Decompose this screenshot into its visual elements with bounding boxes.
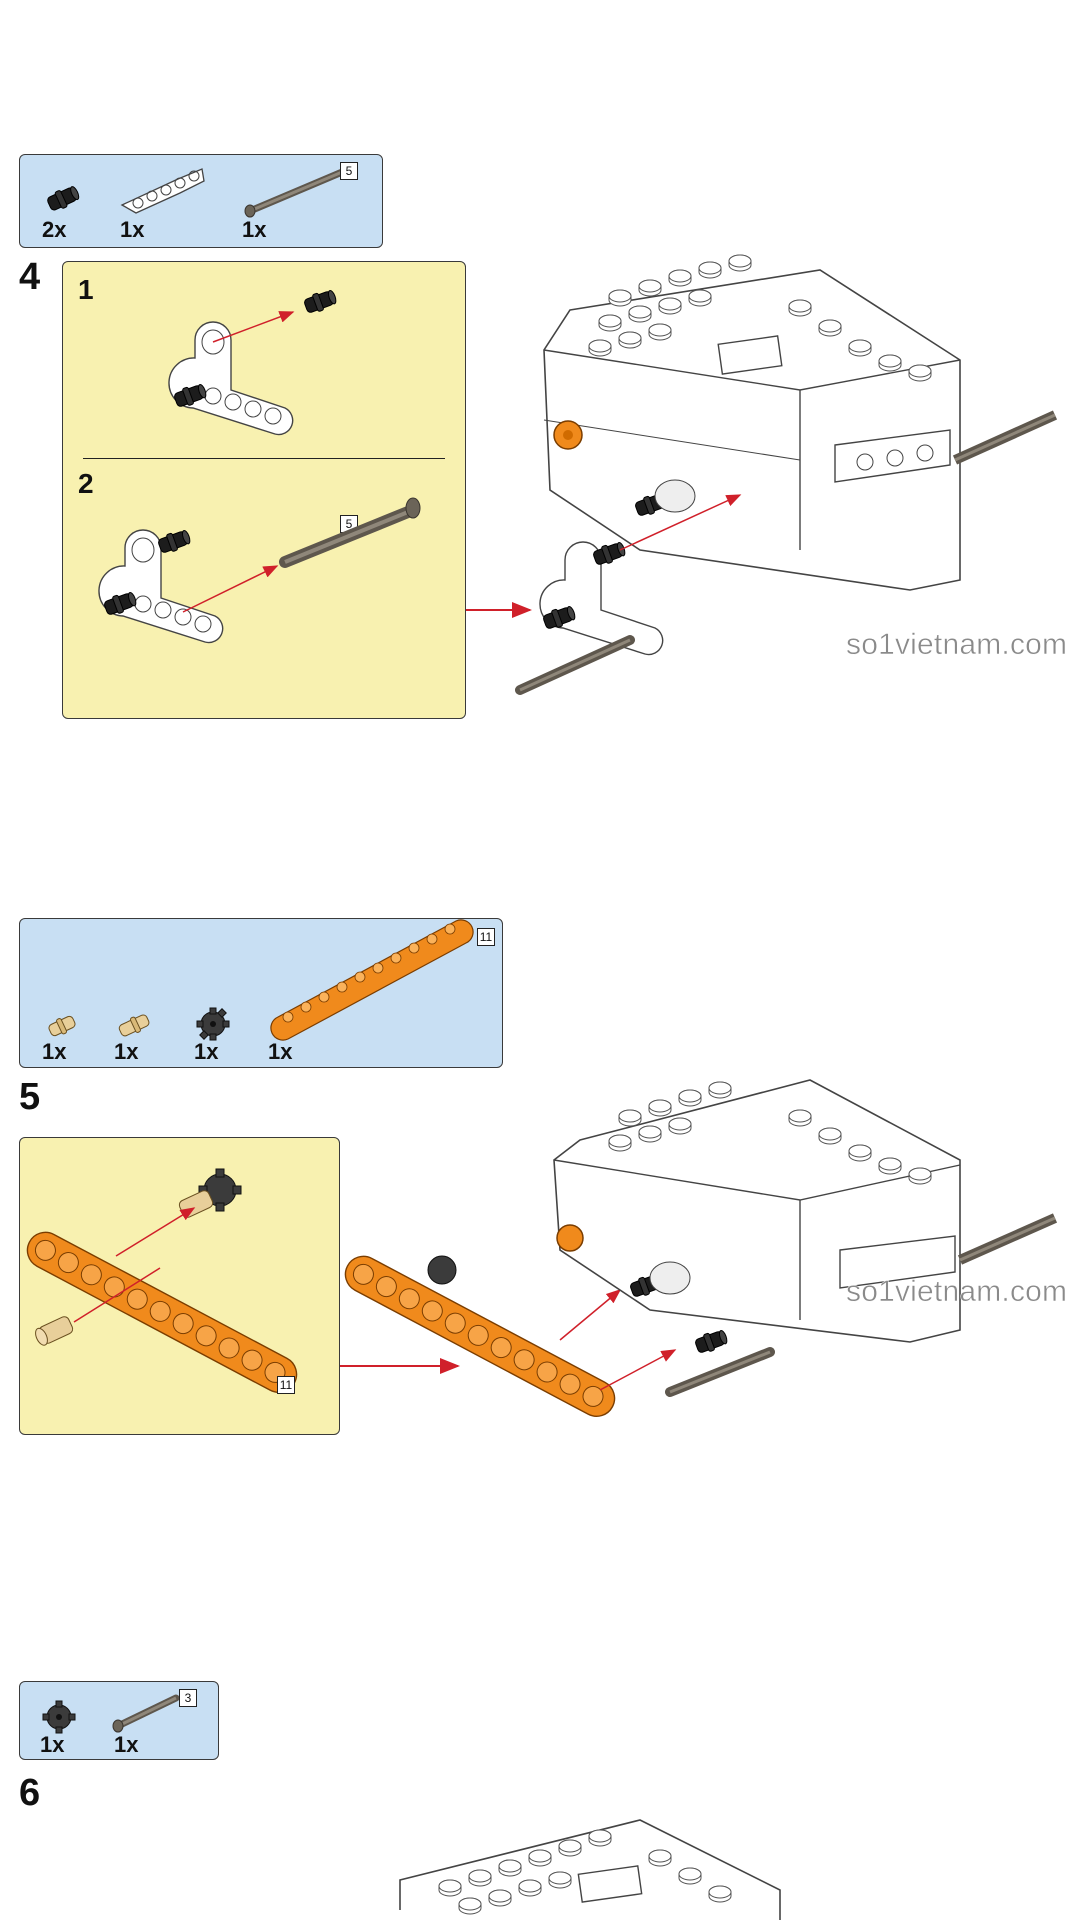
axle-length-tag: 3: [179, 1689, 197, 1707]
step-5-subassembly-illustration: [26, 1168, 298, 1393]
tan-axle-pin-icon: [118, 1014, 150, 1037]
part-qty: 1x: [268, 1039, 293, 1064]
grey-axle-icon: [112, 1694, 180, 1733]
part-qty: 2x: [42, 217, 67, 242]
part-qty: 1x: [114, 1039, 139, 1064]
black-pin-icon: [45, 183, 82, 214]
step-5-main-model: [344, 1255, 677, 1417]
substep-divider: [83, 458, 445, 459]
beam-length-tag: 11: [477, 928, 495, 946]
step-number: 6: [19, 1772, 41, 1814]
step-5-hub-model: [553, 1079, 1058, 1397]
step-4-arrow: [466, 602, 532, 618]
part-qty: 1x: [242, 217, 267, 242]
parts-list-step-5: 1x 1x 1x 1x 11: [19, 918, 503, 1068]
beam-length-tag: 11: [277, 1376, 295, 1394]
step-number: 4: [19, 256, 41, 298]
white-l-beam-icon: [120, 168, 205, 214]
part-qty: 1x: [40, 1732, 65, 1757]
substep-number: 1: [78, 274, 94, 305]
step-4-main-model: [515, 254, 1058, 695]
part-qty: 1x: [114, 1732, 139, 1757]
subassembly-panel-step-5: 11: [19, 1137, 340, 1435]
substep-1-illustration: [168, 287, 339, 436]
part-qty: 1x: [42, 1039, 67, 1064]
dark-gear-icon: [196, 1007, 230, 1041]
axle-length-tag: 5: [340, 162, 358, 180]
part-qty: 1x: [194, 1039, 219, 1064]
substep-number: 2: [78, 468, 94, 499]
parts-list-step-6: 1x 1x 3: [19, 1681, 219, 1760]
subassembly-panel-step-4: 1 2 5: [62, 261, 466, 719]
step-number: 5: [19, 1076, 41, 1118]
step-6-main-model: [399, 1819, 781, 1920]
grey-axle-icon: [244, 163, 358, 218]
step-5-arrow: [340, 1358, 460, 1374]
orange-beam-icon: [270, 919, 474, 1041]
watermark: so1vietnam.com: [846, 628, 1068, 662]
parts-list-step-4: 2x 1x 1x 5: [19, 154, 383, 248]
watermark: so1vietnam.com: [846, 1275, 1068, 1309]
substep-2-illustration: [98, 497, 421, 644]
part-qty: 1x: [120, 217, 145, 242]
dark-gear-icon: [42, 1700, 76, 1734]
tan-pin-icon: [48, 1015, 76, 1037]
